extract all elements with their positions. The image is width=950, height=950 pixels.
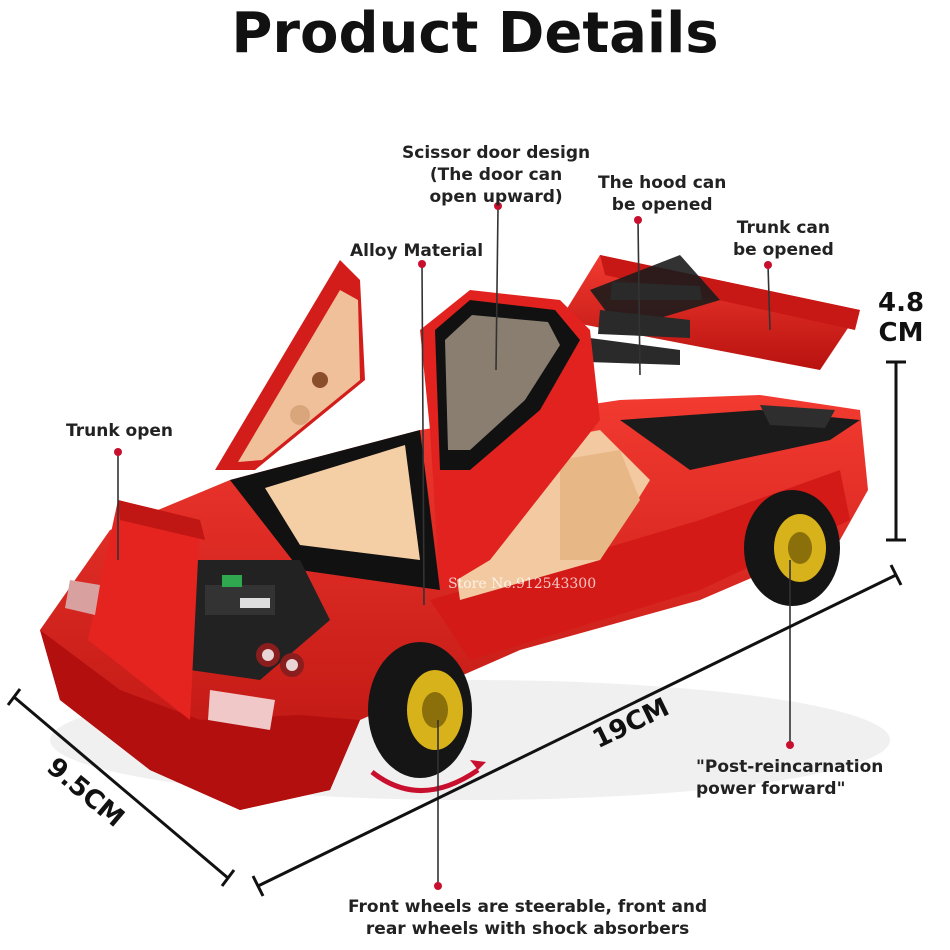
label-post-reincarnation: "Post-reincarnation power forward" [696, 757, 884, 799]
label-scissor-door: Scissor door design (The door can open u… [402, 143, 591, 207]
callout-markers [114, 202, 794, 890]
dimension-height: 4.8 CM [878, 288, 925, 348]
dimension-lines [6, 360, 906, 897]
store-watermark: Store No.912543300 [448, 576, 597, 592]
label-trunk-can: Trunk can be opened [733, 218, 834, 260]
label-hood: The hood can be opened [598, 173, 727, 215]
label-trunk-open: Trunk open [66, 421, 174, 441]
left-scissor-door [215, 260, 365, 470]
rear-wing [560, 255, 860, 370]
label-front-wheels: Front wheels are steerable, front and re… [348, 897, 708, 939]
front-wheel [368, 642, 486, 793]
car-body [40, 395, 868, 810]
right-scissor-door [420, 290, 600, 590]
page-title: Product Details [231, 1, 719, 66]
callouts [117, 207, 791, 885]
label-alloy-material: Alloy Material [350, 241, 484, 261]
rear-wheel [744, 490, 840, 606]
